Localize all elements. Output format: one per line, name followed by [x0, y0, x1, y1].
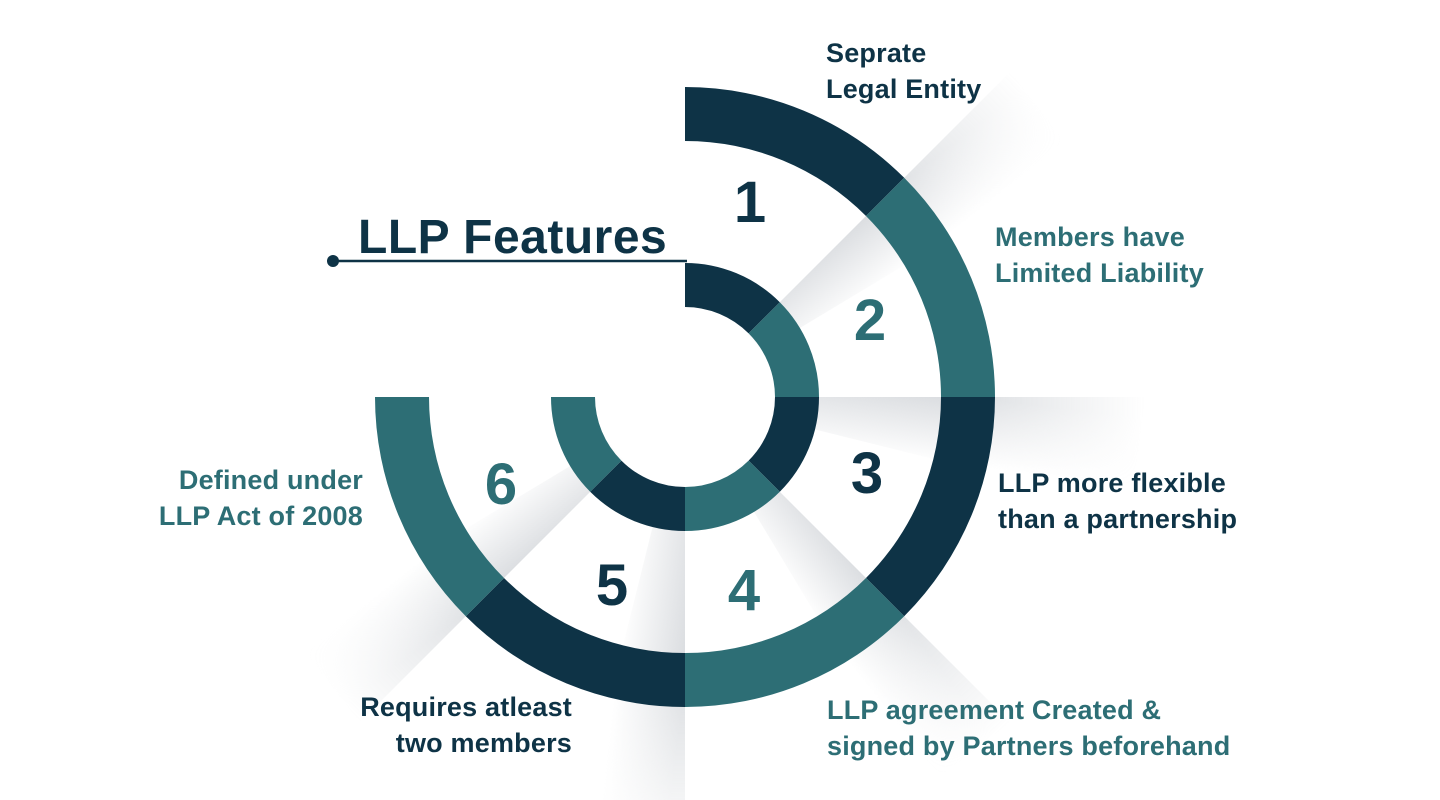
segment-label-4-line-1: LLP agreement Created & [827, 695, 1162, 725]
segment-number-1: 1 [733, 170, 767, 235]
segment-label-6-line-1: Defined under [178, 465, 363, 495]
segment-number-6: 6 [484, 452, 518, 517]
segment-label-6: Defined under LLP Act of 2008 [159, 462, 363, 534]
outer-arc-segment-2 [866, 177, 995, 397]
inner-arc-segment-5 [590, 460, 685, 532]
segment-label-4-line-2: signed by Partners beforehand [827, 731, 1231, 761]
segment-number-3: 3 [850, 441, 884, 506]
segment-label-4: LLP agreement Created & signed by Partne… [827, 692, 1230, 764]
segment-label-3: LLP more flexible than a partnership [998, 465, 1237, 537]
segment-label-1-line-2: Legal Entity [826, 74, 982, 104]
segment-label-2-line-2: Limited Liability [995, 258, 1204, 288]
title-connector-dot [327, 255, 339, 267]
segment-label-6-line-2: LLP Act of 2008 [158, 501, 363, 531]
segment-number-5: 5 [595, 553, 629, 618]
outer-arc-segment-4 [685, 578, 905, 707]
segment-label-5: Requires atleast two members [360, 689, 572, 761]
inner-arc-segment-4 [685, 460, 780, 531]
inner-arc-segment-3 [748, 397, 820, 492]
title-connector [327, 255, 687, 267]
segment-number-2: 2 [853, 288, 887, 353]
inner-arc-segment-6 [550, 397, 622, 492]
page-title: LLP Features [358, 211, 668, 264]
inner-arc-segment-1 [685, 262, 780, 334]
segment-label-1-line-1: Seprate [826, 38, 927, 68]
outer-arc-segment-5 [465, 578, 685, 707]
segment-label-2-line-1: Members have [995, 222, 1185, 252]
segment-label-1: Seprate Legal Entity [826, 35, 981, 107]
outer-arc-segment-3 [866, 397, 995, 617]
inner-arc-segment-2 [748, 302, 820, 397]
segment-number-4: 4 [727, 558, 761, 623]
outer-ring [375, 87, 995, 707]
outer-arc-segment-1 [685, 87, 905, 216]
inner-ring [550, 262, 820, 532]
outer-arc-segment-6 [375, 397, 504, 617]
segment-label-2: Members have Limited Liability [995, 219, 1204, 291]
segment-label-5-line-1: Requires atleast [360, 692, 572, 722]
segment-label-5-line-2: two members [395, 728, 572, 758]
segment-label-3-line-2: than a partnership [998, 504, 1238, 534]
segment-label-3-line-1: LLP more flexible [998, 468, 1226, 498]
